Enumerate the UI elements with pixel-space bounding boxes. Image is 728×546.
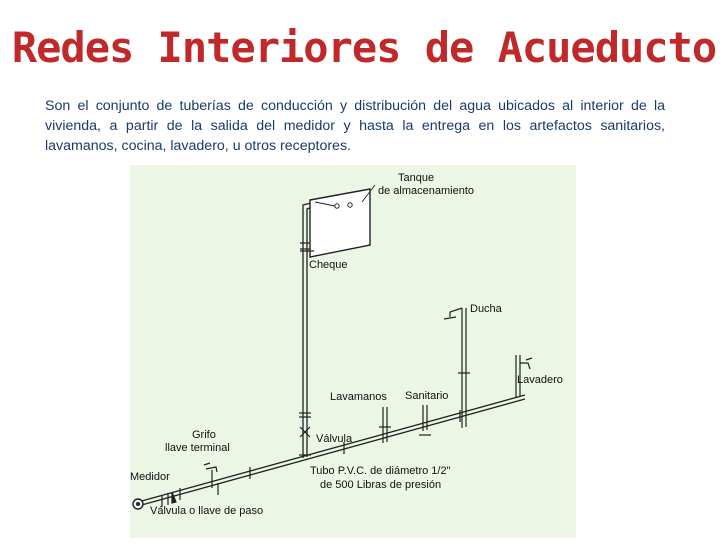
plumbing-diagram: Tanque de almacenamiento Cheque Ducha La… (130, 165, 576, 538)
label-grifo-1: Grifo (192, 429, 216, 441)
label-grifo-2: llave terminal (165, 442, 230, 454)
label-tubo-1: Tubo P.V.C. de diámetro 1/2" (310, 465, 451, 477)
shutoff-valve (161, 488, 181, 507)
label-medidor: Medidor (130, 471, 170, 483)
page-title-text: Redes Interiores de Acueducto (12, 23, 716, 72)
label-tubo-2: de 500 Libras de presión (320, 479, 441, 491)
label-ducha: Ducha (470, 303, 503, 315)
intro-paragraph: Son el conjunto de tuberías de conducció… (45, 98, 665, 154)
washbasin-outlet (379, 407, 391, 443)
storage-tank (306, 184, 376, 258)
laundry-outlet (515, 355, 533, 397)
label-tanque-2: de almacenamiento (378, 185, 474, 197)
label-tanque-1: Tanque (398, 172, 434, 184)
label-sanitario: Sanitario (405, 390, 448, 402)
pipe-joints (249, 410, 461, 479)
label-lavamanos: Lavamanos (330, 391, 387, 403)
label-valvula-paso: Válvula o llave de paso (150, 505, 263, 517)
label-cheque: Cheque (309, 259, 348, 271)
toilet-outlet (419, 405, 431, 436)
page-title: Redes Interiores de Acueducto (11, 22, 718, 73)
water-meter (132, 498, 144, 510)
faucet-terminal (203, 462, 219, 495)
label-lavadero: Lavadero (517, 374, 563, 386)
shower-outlet (443, 307, 470, 428)
label-valvula: Válvula (316, 433, 353, 445)
